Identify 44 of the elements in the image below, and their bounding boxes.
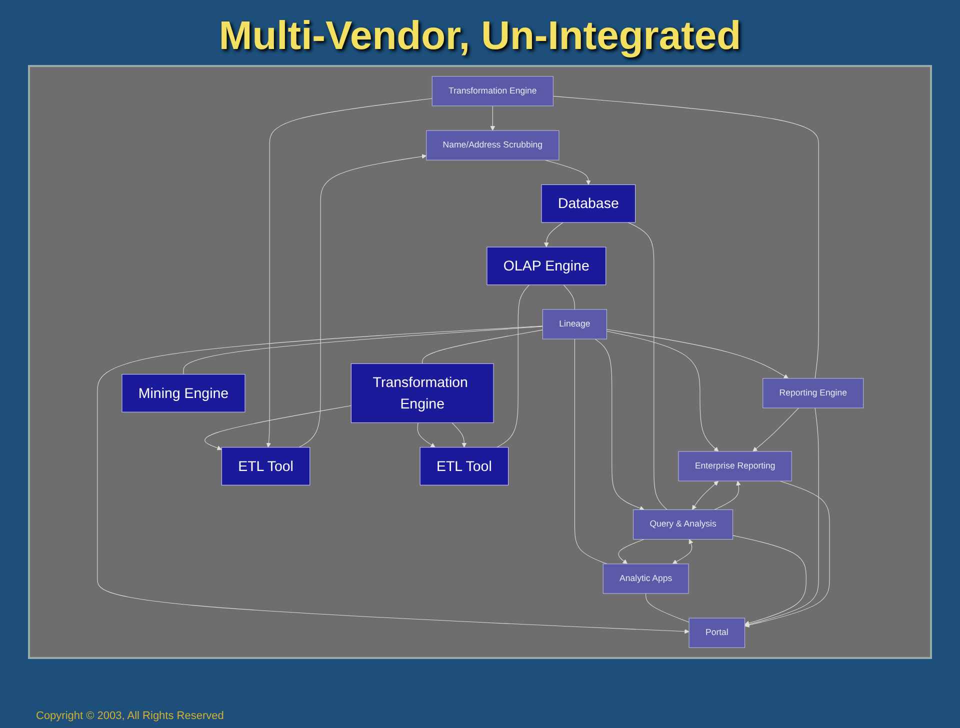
node-box: Enterprise Reporting: [678, 451, 792, 482]
connector: [574, 338, 607, 564]
connector: [562, 284, 575, 310]
arrow: [606, 330, 718, 452]
node-box: Reporting Engine: [762, 378, 864, 408]
connector: [645, 593, 689, 622]
arrow: [544, 160, 590, 185]
connector: [627, 222, 668, 510]
connector: [182, 326, 543, 375]
node-box: Mining Engine: [121, 374, 245, 412]
arrow: [672, 539, 693, 564]
node-box: ETL Tool: [419, 447, 508, 486]
arrow: [96, 326, 689, 634]
arrow: [732, 535, 806, 626]
arrow: [490, 106, 495, 131]
node-box: Analytic Apps: [602, 564, 688, 594]
node-box: Lineage: [542, 309, 607, 340]
node-box: Name/Address Scrubbing: [426, 130, 559, 160]
connector: [422, 330, 543, 364]
arrow: [416, 422, 436, 448]
node-box: ETL Tool: [221, 447, 310, 486]
arrow: [451, 422, 466, 448]
node-box: Portal: [688, 618, 745, 648]
arrow: [618, 539, 644, 564]
arrow: [744, 408, 818, 627]
arrow: [606, 329, 788, 379]
arrow: [714, 480, 740, 510]
arrow: [204, 405, 352, 450]
arrow: [744, 480, 830, 628]
node-box: Query & Analysis: [632, 509, 733, 540]
node-box: Transformation Engine: [431, 76, 554, 106]
arrow: [752, 408, 799, 452]
node-box: OLAP Engine: [486, 246, 606, 286]
connector: [496, 284, 530, 448]
arrow: [692, 480, 718, 510]
copyright-note: Copyright © 2003, All Rights Reserved: [36, 710, 224, 722]
slide-title: Multi-Vendor, Un-Integrated: [218, 13, 742, 60]
node-box: Transformation Engine: [350, 363, 494, 423]
connector: [552, 96, 818, 379]
node-box: Database: [540, 184, 636, 223]
arrow: [298, 154, 426, 448]
arrow: [544, 222, 563, 248]
arrow: [594, 338, 644, 510]
arrow: [266, 98, 432, 448]
